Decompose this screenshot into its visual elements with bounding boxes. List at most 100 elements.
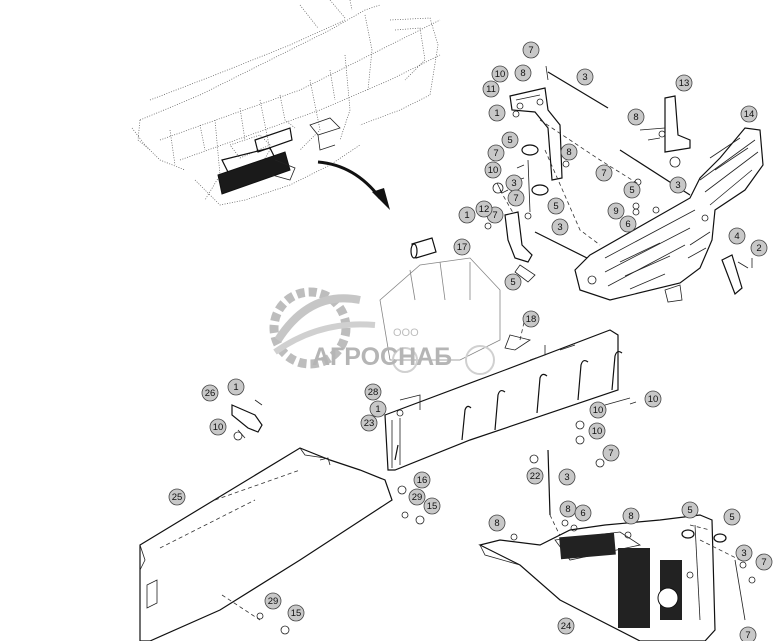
callout-label: 5	[729, 512, 734, 523]
callout-circle	[287, 604, 305, 622]
callout-7: 7	[602, 444, 620, 462]
callout-18: 18	[522, 310, 540, 328]
callout-5: 5	[681, 501, 699, 519]
callout-label: 5	[510, 277, 515, 288]
watermark-name: АГРОСНАБ	[312, 343, 452, 371]
detail-arrow	[317, 160, 390, 210]
callout-label: 7	[761, 557, 766, 568]
callout-6: 6	[574, 504, 592, 522]
callout-10: 10	[589, 401, 607, 419]
callout-1: 1	[227, 378, 245, 396]
callout-label: 2	[756, 243, 761, 254]
agrosnab-watermark: ООО АГРОСНАБ	[269, 257, 501, 375]
callout-circle	[622, 507, 640, 525]
callout-circle	[735, 544, 753, 562]
callout-1: 1	[488, 104, 506, 122]
callout-label: 10	[593, 405, 604, 416]
frame-14	[574, 127, 764, 303]
callout-7: 7	[487, 144, 505, 162]
callout-label: 7	[492, 210, 497, 221]
callout-circle	[458, 206, 476, 224]
upper-bracket-assembly	[492, 65, 691, 283]
callout-23: 23	[360, 414, 378, 432]
callout-3: 3	[576, 68, 594, 86]
callout-label: 29	[268, 596, 279, 607]
callout-3: 3	[551, 218, 569, 236]
callout-label: 1	[464, 210, 469, 221]
callout-label: 7	[745, 630, 750, 641]
callout-10: 10	[588, 422, 606, 440]
callout-28: 28	[364, 383, 382, 401]
callout-circle	[681, 501, 699, 519]
callout-label: 3	[557, 222, 562, 233]
shield-25	[139, 447, 393, 641]
callout-label: 5	[553, 201, 558, 212]
callout-label: 8	[628, 511, 633, 522]
callout-label: 3	[582, 72, 587, 83]
callout-label: 3	[564, 472, 569, 483]
callout-circle	[619, 215, 637, 233]
callout-label: 13	[679, 78, 690, 89]
callout-13: 13	[675, 74, 693, 92]
callout-circle	[264, 592, 282, 610]
callout-label: 4	[734, 231, 739, 242]
callout-label: 24	[561, 621, 572, 632]
callout-label: 10	[213, 422, 224, 433]
callout-circle	[588, 422, 606, 440]
callout-circle	[484, 161, 502, 179]
callout-label: 10	[488, 165, 499, 176]
callout-circle	[501, 131, 519, 149]
callout-9: 9	[607, 202, 625, 220]
callout-3: 3	[558, 468, 576, 486]
callout-circle	[453, 238, 471, 256]
machine-overview-sketch	[131, 0, 441, 206]
callout-circle	[644, 390, 662, 408]
callout-22: 22	[526, 467, 544, 485]
callout-circle	[589, 401, 607, 419]
callout-label: 9	[613, 206, 618, 217]
callout-6: 6	[619, 215, 637, 233]
callout-circle	[408, 488, 426, 506]
callout-17: 17	[453, 238, 471, 256]
callout-label: 8	[566, 147, 571, 158]
callout-2: 2	[750, 239, 768, 257]
callout-12: 12	[475, 200, 493, 218]
callout-circle	[750, 239, 768, 257]
callout-29: 29	[264, 592, 282, 610]
callout-circle	[526, 467, 544, 485]
callout-circle	[728, 227, 746, 245]
callout-label: 18	[526, 314, 537, 325]
callout-25: 25	[168, 488, 186, 506]
callout-label: 17	[457, 242, 468, 253]
callout-circle	[504, 273, 522, 291]
callout-label: 7	[513, 193, 518, 204]
callout-8: 8	[622, 507, 640, 525]
callout-3: 3	[669, 176, 687, 194]
mesh-guard-24	[478, 514, 746, 641]
callout-label: 25	[172, 492, 183, 503]
callout-8: 8	[627, 108, 645, 126]
callout-label: 6	[625, 219, 630, 230]
callout-label: 23	[364, 418, 375, 429]
callout-circle	[514, 64, 532, 82]
callout-label: 10	[648, 394, 659, 405]
callout-circle	[413, 471, 431, 489]
callout-circle	[168, 488, 186, 506]
callout-circle	[369, 400, 387, 418]
watermark-prefix: ООО	[393, 327, 419, 339]
callout-circle	[739, 626, 757, 641]
callout-label: 11	[486, 84, 496, 95]
callout-label: 5	[507, 135, 512, 146]
callout-circle	[227, 378, 245, 396]
bracket-23	[384, 317, 623, 471]
callout-4: 4	[728, 227, 746, 245]
callout-16: 16	[413, 471, 431, 489]
callout-label: 5	[629, 185, 634, 196]
callout-3: 3	[505, 174, 523, 192]
callout-8: 8	[559, 500, 577, 518]
callout-15: 15	[287, 604, 305, 622]
callout-10: 10	[209, 418, 227, 436]
callout-circle	[595, 164, 613, 182]
callout-29: 29	[408, 488, 426, 506]
